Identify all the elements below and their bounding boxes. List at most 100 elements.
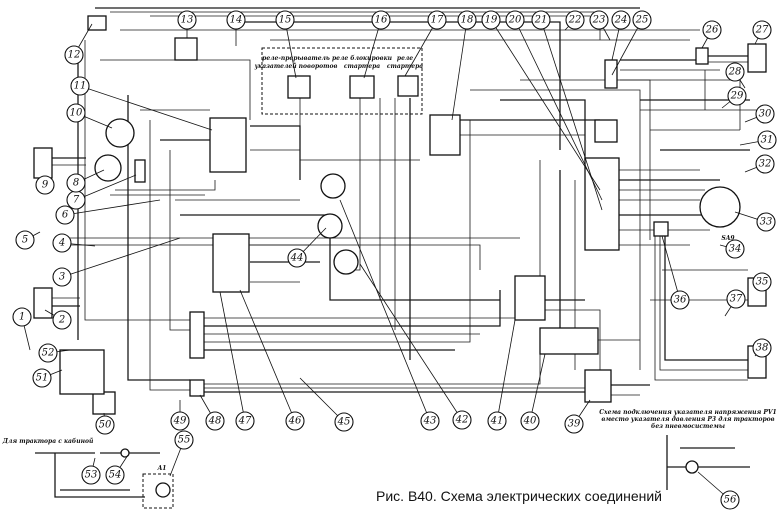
callout-number: 2	[58, 315, 65, 326]
callout-circle	[756, 212, 776, 232]
connector-block-48	[189, 311, 205, 359]
callout-circle	[427, 10, 447, 30]
callout-40: 40	[520, 353, 546, 431]
leader-line	[529, 353, 546, 422]
wiper-frame	[142, 473, 174, 509]
starter-lock-relay	[349, 75, 375, 99]
callout-5: 5	[15, 230, 41, 250]
callout-number: 12	[68, 50, 81, 61]
leader-line	[299, 377, 345, 423]
cab-note: Для трактора с кабиной	[2, 438, 94, 445]
callout-number: 28	[728, 67, 742, 78]
callout-number: 51	[36, 373, 49, 384]
components: реле-прерыватель указателей поворотов ре…	[2, 15, 777, 509]
light-switch	[94, 154, 122, 182]
callout-number: 25	[635, 15, 649, 26]
leader-line	[64, 199, 161, 216]
callout-circle	[720, 490, 740, 510]
wire	[659, 236, 748, 371]
callout-circle	[12, 307, 32, 327]
callout-number: 56	[724, 495, 737, 506]
wire	[250, 125, 301, 180]
leader-line	[611, 19, 643, 76]
wire	[84, 40, 190, 321]
callout-number: 22	[568, 15, 582, 26]
leader-line	[284, 19, 297, 79]
leader-line	[363, 19, 382, 79]
callout-circle	[725, 62, 745, 82]
starter-relay	[397, 75, 419, 97]
wire	[169, 150, 190, 331]
wire	[299, 98, 420, 161]
callout-6: 6	[55, 199, 161, 225]
lamp-50	[92, 391, 116, 415]
callout-circle	[226, 10, 246, 30]
callout-35: 35	[752, 272, 772, 292]
callout-number: 47	[238, 416, 252, 427]
starter-lock-relay-label-1: реле блокировки	[332, 55, 393, 62]
turn-relay-label-1: реле-прерыватель	[262, 55, 330, 62]
callout-circle	[52, 267, 72, 287]
callout-1: 1	[12, 307, 32, 351]
callout-55: 55	[169, 430, 194, 477]
callout-circle	[565, 10, 585, 30]
callout-number: 30	[759, 109, 772, 120]
callout-circle	[752, 338, 772, 358]
callout-circle	[670, 290, 690, 310]
callout-number: 54	[109, 470, 122, 481]
callout-52: 52	[38, 343, 71, 363]
callout-32: 32	[744, 154, 775, 174]
callout-number: 33	[760, 217, 773, 228]
wiper-motor	[155, 482, 171, 498]
lamp-12	[87, 15, 107, 31]
headlight-left	[33, 147, 53, 179]
callout-number: 5	[22, 235, 28, 246]
callout-number: 26	[705, 25, 719, 36]
callout-circle	[52, 233, 72, 253]
connector-36	[653, 221, 669, 237]
callout-12: 12	[64, 23, 93, 65]
callout-number: 4	[58, 238, 65, 249]
callout-41: 41	[487, 319, 516, 431]
callout-circle	[632, 10, 652, 30]
inset-note-3: без пневмосистемы	[651, 423, 725, 430]
callout-14: 14	[226, 10, 246, 46]
callout-number: 20	[508, 15, 522, 26]
callout-circle	[505, 10, 525, 30]
callout-number: 40	[523, 416, 537, 427]
callout-circle	[95, 415, 115, 435]
callout-number: 7	[73, 195, 80, 206]
wire	[204, 290, 501, 327]
leader-line	[61, 237, 181, 278]
wire	[204, 354, 541, 385]
leader-line	[514, 19, 603, 201]
callout-22: 22	[564, 10, 585, 31]
callout-number: 16	[375, 15, 388, 26]
wire	[204, 120, 471, 343]
leader-line	[404, 19, 438, 77]
callout-46: 46	[239, 289, 305, 431]
callout-34: 34	[719, 239, 745, 259]
callout-10: 10	[66, 103, 113, 129]
leader-line	[451, 19, 468, 121]
callout-24: 24	[611, 10, 631, 61]
turn-relay-label-2: указателей поворотов	[254, 63, 338, 70]
callout-circle	[420, 411, 440, 431]
callout-number: 44	[290, 253, 304, 264]
callout-circle	[235, 411, 255, 431]
callout-circle	[177, 10, 197, 30]
callout-number: 13	[181, 15, 194, 26]
callout-circle	[564, 414, 584, 434]
callout-number: 27	[755, 25, 769, 36]
callout-9: 9	[35, 175, 55, 195]
starter-lock-relay-label-2: стартера	[344, 63, 380, 70]
gauge-3	[333, 249, 359, 275]
wire	[180, 214, 500, 301]
callout-circle	[757, 130, 777, 150]
callout-number: 43	[423, 416, 437, 427]
callout-37: 37	[724, 289, 746, 317]
callout-21: 21	[531, 10, 603, 211]
callout-circle	[452, 410, 472, 430]
